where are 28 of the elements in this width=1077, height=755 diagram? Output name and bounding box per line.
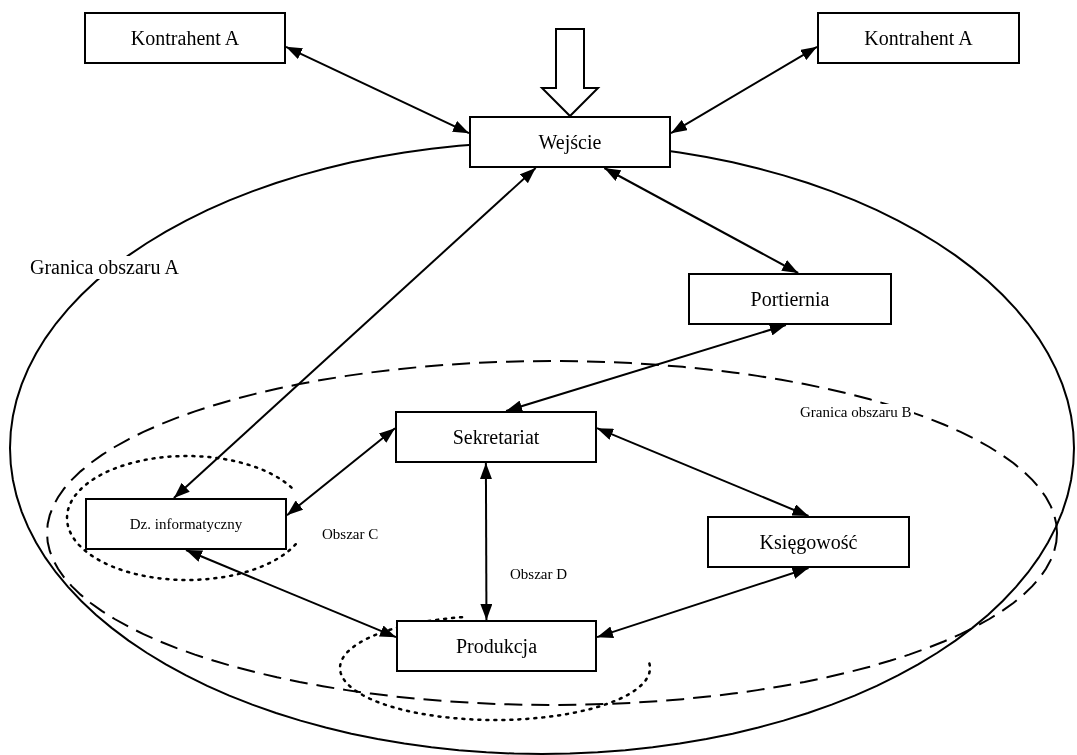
arrow (603, 167, 800, 274)
arrow (596, 567, 810, 639)
process-box (817, 12, 1020, 64)
process-box (85, 498, 287, 550)
area-label: Granica obszaru A (28, 256, 181, 279)
arrow (185, 549, 397, 639)
arrow (285, 45, 470, 135)
arrow (172, 167, 537, 499)
process-box (688, 273, 892, 325)
box-label: Sekretariat (452, 425, 540, 449)
process-box (469, 116, 671, 168)
arrow (286, 427, 396, 517)
box-label: Księgowość (759, 530, 858, 554)
box-label: Produkcja (455, 634, 538, 658)
arrow (505, 323, 787, 413)
arrow (670, 45, 818, 135)
arrow (596, 427, 810, 517)
block-arrow (539, 28, 601, 118)
process-box (84, 12, 286, 64)
box-label: Wejście (538, 130, 602, 154)
process-box (396, 620, 597, 672)
process-box (395, 411, 597, 463)
box-label: Dz. informatyczny (129, 515, 243, 533)
arrow (479, 462, 493, 621)
box-label: Portiernia (750, 287, 830, 311)
box-label: Kontrahent A (130, 26, 240, 50)
process-box (707, 516, 910, 568)
box-label: Kontrahent A (864, 26, 973, 50)
